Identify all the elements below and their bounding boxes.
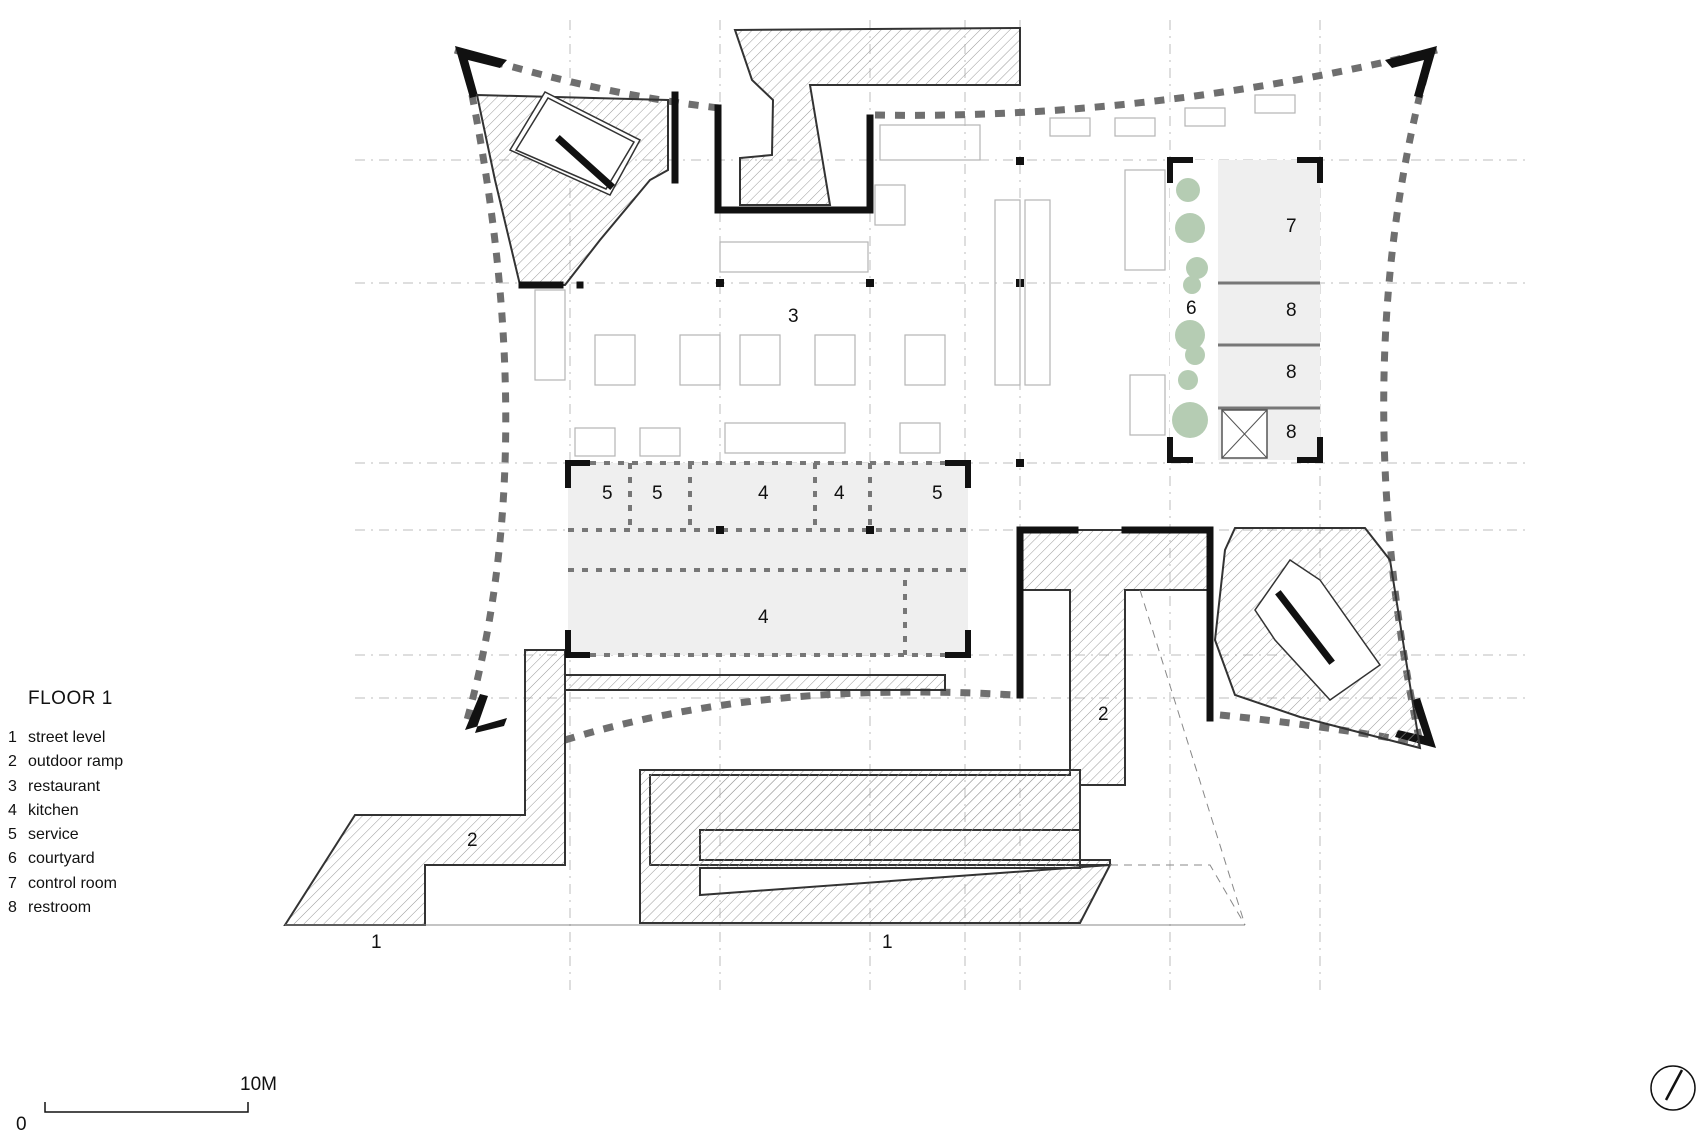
legend-num: 8 (8, 899, 17, 917)
label-service-b: 5 (652, 483, 663, 504)
legend-item: 8 restroom (8, 896, 123, 920)
legend-item: 7 control room (8, 872, 123, 896)
legend-num: 5 (8, 826, 17, 844)
label-restaurant: 3 (788, 306, 799, 327)
legend-item: 3 restaurant (8, 775, 123, 799)
legend-label: courtyard (28, 850, 95, 868)
scale-start-label: 0 (16, 1114, 27, 1135)
legend-label: restaurant (28, 777, 101, 795)
label-ramp-a: 2 (467, 830, 478, 851)
label-kitchen-a: 4 (758, 483, 769, 504)
label-kitchen-c: 4 (758, 607, 769, 628)
street-outline (285, 589, 1246, 926)
label-restroom-c: 8 (1286, 422, 1297, 443)
label-service-a: 5 (602, 483, 613, 504)
label-ramp-b: 2 (1098, 704, 1109, 725)
label-service-c: 5 (932, 483, 943, 504)
legend-num: 6 (8, 850, 17, 868)
north-arrow-icon (1650, 1065, 1696, 1111)
courtyard-trees (1172, 178, 1208, 438)
legend-item: 6 courtyard (8, 847, 123, 871)
courtyard-block (1167, 157, 1323, 463)
label-kitchen-b: 4 (834, 483, 845, 504)
legend-num: 3 (8, 777, 17, 795)
legend-item: 1 street level (8, 726, 123, 750)
label-restroom-b: 8 (1286, 362, 1297, 383)
legend-num: 1 (8, 729, 17, 746)
kitchen-service-block (565, 460, 971, 658)
legend-label: outdoor ramp (28, 753, 124, 771)
legend-label: street level (28, 729, 106, 746)
label-street-level-b: 1 (882, 932, 893, 953)
plan-labels: 1 1 2 2 3 4 4 4 5 5 5 6 7 8 8 8 (371, 216, 1297, 953)
legend-item: 5 service (8, 823, 123, 847)
restaurant-furniture (534, 94, 1296, 457)
legend-num: 2 (8, 753, 17, 771)
legend-title: FLOOR 1 (28, 688, 113, 709)
label-restroom-a: 8 (1286, 300, 1297, 321)
legend-num: 4 (8, 801, 17, 819)
walls (518, 91, 1335, 722)
label-control-room: 7 (1286, 216, 1297, 237)
legend-item: 2 outdoor ramp (8, 750, 123, 774)
label-courtyard: 6 (1186, 298, 1197, 319)
scale-end-label: 10M (240, 1074, 277, 1095)
legend: FLOOR 1 1 street level 2 outdoor ramp 3 res… (8, 688, 123, 920)
legend-label: restroom (28, 899, 92, 917)
label-street-level-a: 1 (371, 932, 382, 953)
legend-label: kitchen (28, 801, 79, 819)
stair-room-top-left (508, 91, 1382, 701)
legend-label: control room (28, 874, 117, 892)
legend-num: 7 (8, 874, 17, 892)
scale-bar (44, 1102, 249, 1113)
legend-item: 4 kitchen (8, 799, 123, 823)
building-envelope (453, 46, 1438, 747)
legend-label: service (28, 826, 79, 844)
